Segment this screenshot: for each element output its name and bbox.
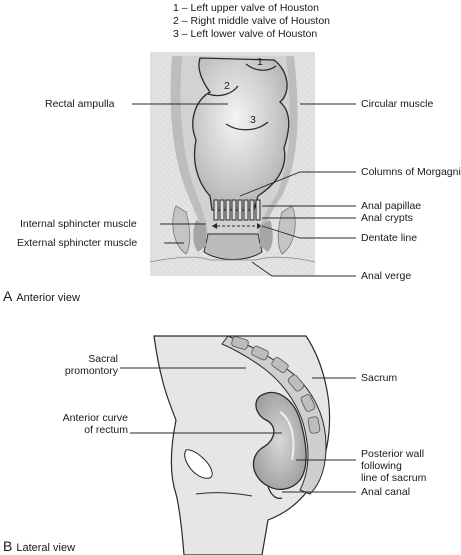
label-anterior-curve: Anterior curve of rectum (62, 412, 128, 436)
caption-b-text: Lateral view (16, 542, 76, 554)
anal-canal-a (203, 233, 263, 260)
label-external-sphincter: External sphincter muscle (17, 237, 138, 249)
legend-item-1: 1 – Left upper valve of Houston (173, 2, 319, 14)
label-rectal-ampulla: Rectal ampulla (45, 98, 115, 110)
skin-fold (195, 492, 253, 497)
valve-fold-3 (225, 121, 269, 131)
legend-item-3: 3 – Left lower valve of Houston (173, 28, 318, 40)
vertebrae (231, 336, 321, 434)
label-posterior-wall: Posterior wall following line of sacrum (361, 448, 427, 484)
legend-item-2: 2 – Right middle valve of Houston (173, 15, 331, 27)
leader-lines-a (132, 103, 356, 277)
label-circular-muscle: Circular muscle (361, 98, 434, 110)
label-anal-crypts: Anal crypts (361, 212, 413, 224)
pubic-bone (184, 449, 213, 479)
label-sacral-promontory: Sacral promontory (64, 353, 118, 377)
internal-sphincter-shape (193, 220, 206, 252)
label-sacrum: Sacrum (361, 372, 398, 384)
valve-number-3: 3 (250, 114, 256, 126)
label-dentate-line: Dentate line (361, 232, 418, 244)
label-columns-of-morgagni: Columns of Morgagni (361, 166, 461, 178)
caption-b-letter: B (3, 538, 13, 554)
anterior-view-diagram (149, 52, 316, 276)
lateral-view-diagram (153, 335, 331, 555)
caption-a-text: Anterior view (16, 292, 80, 304)
valve-number-1: 1 (257, 56, 263, 68)
label-anal-papillae: Anal papillae (361, 200, 422, 212)
valve-fold-1 (245, 63, 277, 71)
valve-fold-2 (207, 85, 239, 97)
label-anal-canal: Anal canal (361, 486, 411, 498)
anal-columns (213, 199, 261, 221)
label-anal-verge: Anal verge (361, 270, 412, 282)
anal-canal-b (267, 485, 283, 499)
valve-number-2: 2 (224, 80, 230, 92)
external-sphincter-shape (172, 205, 191, 255)
caption-a-letter: A (3, 288, 13, 304)
label-internal-sphincter: Internal sphincter muscle (20, 218, 137, 230)
leader-lines-b (120, 367, 356, 493)
